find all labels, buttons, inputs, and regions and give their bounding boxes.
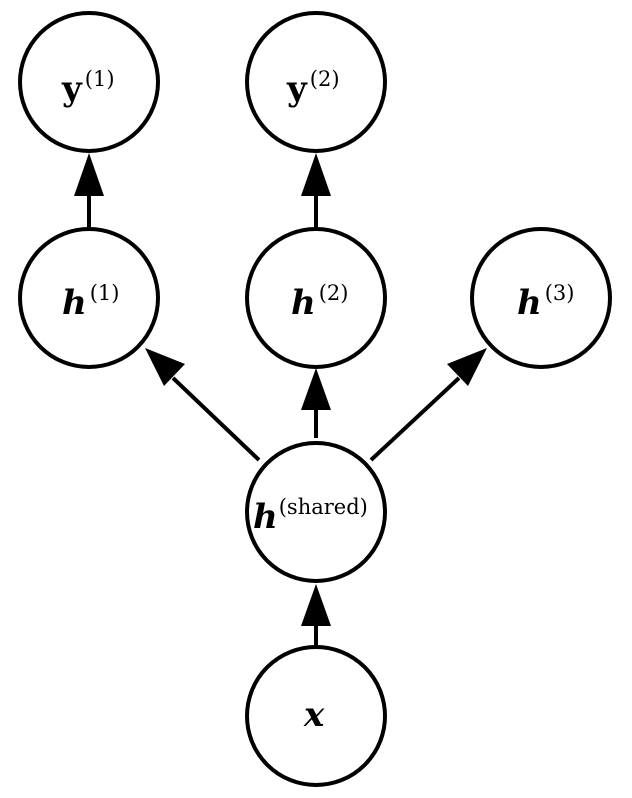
edge-x-to-h-shared [301, 584, 331, 646]
node-y2-label: y(2) [286, 67, 340, 109]
node-h3-label: h(3) [517, 281, 574, 323]
node-x: x [245, 645, 387, 787]
node-x-label: x [303, 695, 325, 735]
edge-h-shared-to-h1 [145, 348, 261, 462]
node-y1: y(1) [18, 11, 160, 153]
edge-h1-to-y1 [74, 153, 104, 230]
node-h2: h(2) [245, 227, 387, 369]
node-h3: h(3) [470, 227, 612, 369]
node-h1-label: h(1) [62, 281, 119, 323]
node-h-shared: h(shared) [245, 441, 387, 583]
node-y1-label: y(1) [61, 67, 115, 109]
node-h-shared-label: h(shared) [253, 495, 368, 537]
node-y2: y(2) [245, 11, 387, 153]
edge-h2-to-y2 [301, 153, 331, 230]
edge-h-shared-to-h3 [369, 348, 487, 462]
edge-h-shared-to-h2 [301, 368, 331, 438]
node-h1: h(1) [18, 227, 160, 369]
edges [74, 153, 487, 646]
nodes: y(1) y(2) h(1) h(2) h(3) [18, 11, 612, 787]
node-h2-label: h(2) [291, 281, 348, 323]
